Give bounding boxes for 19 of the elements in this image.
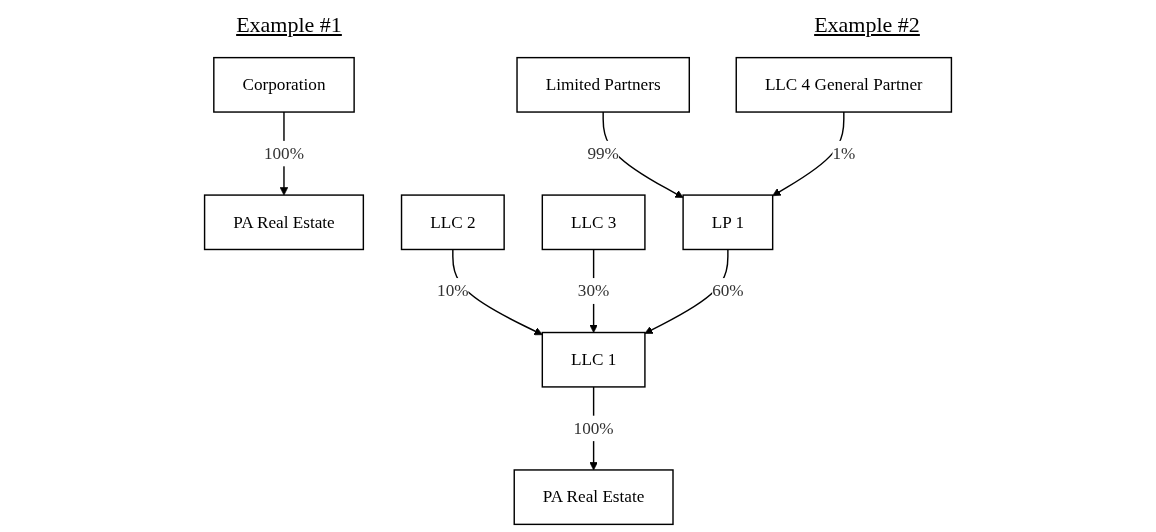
arrow <box>772 111 845 197</box>
edge-label: 100% <box>263 143 305 163</box>
node-box: LLC 1 <box>541 331 646 388</box>
edge-label: 30% <box>577 280 610 301</box>
node-box: LP 1 <box>682 194 774 251</box>
node-box: Limited Partners <box>516 56 690 113</box>
node-box: LLC 3 <box>541 194 646 251</box>
edge-label: 60% <box>712 280 744 301</box>
node-box: Corporation <box>213 56 355 113</box>
node-box: LLC 4 General Partner <box>735 56 953 113</box>
node-box: PA Real Estate <box>203 194 365 251</box>
edge-label: 100% <box>573 418 614 438</box>
edge-label: 10% <box>437 280 469 301</box>
section-heading: Example #1 <box>236 12 342 38</box>
node-box: LLC 2 <box>400 194 505 251</box>
section-heading: Example #2 <box>814 12 920 38</box>
edge-label: 1% <box>832 143 856 163</box>
node-box: PA Real Estate <box>513 469 674 526</box>
edge-label: 99% <box>587 143 619 163</box>
